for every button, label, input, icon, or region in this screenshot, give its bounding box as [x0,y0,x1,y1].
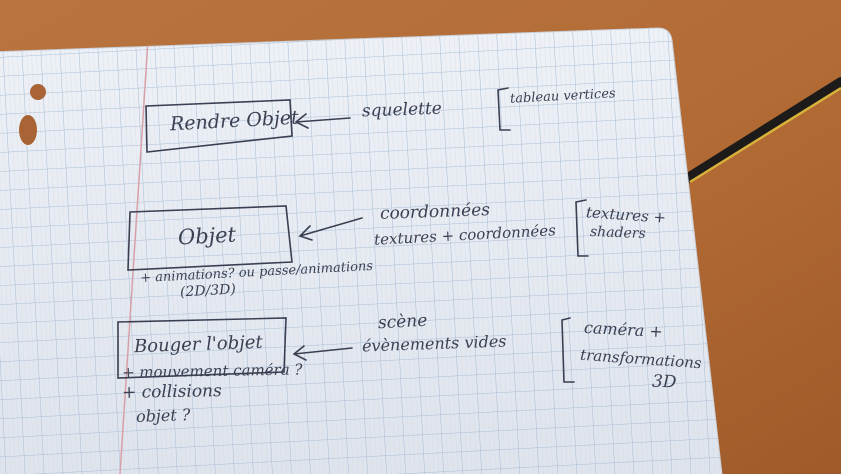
bracket-1 [497,87,511,131]
punch-hole [19,115,37,145]
box3-note-line2: + collisions [121,381,222,403]
arrow-3 [292,345,353,361]
box3-bracket-line3: 3D [651,371,677,393]
box2-label: Objet [177,222,237,250]
box3-input-line1: scène [377,310,428,334]
box2-input-line1: coordonnées [379,200,491,224]
bracket-3 [561,317,575,383]
box3-bracket-line1: caméra + [583,317,664,342]
bracket-2 [575,199,589,257]
box1-input: squelette [361,98,443,122]
arrow-1 [294,113,351,129]
box-rendre-objet [145,99,293,153]
box-bouger-objet [117,317,287,379]
notebook-page [0,27,723,474]
pencil [683,77,841,184]
box-objet [127,205,293,271]
box3-note-line3: objet ? [135,405,191,426]
punch-hole [30,84,46,100]
box3-label: Bouger l'objet [133,331,264,358]
arrow-2 [298,217,363,241]
box3-note-line1: + mouvement caméra ? [121,360,303,382]
box2-bracket-line2: shaders [589,224,646,242]
box2-note-line2: (2D/3D) [179,281,237,301]
